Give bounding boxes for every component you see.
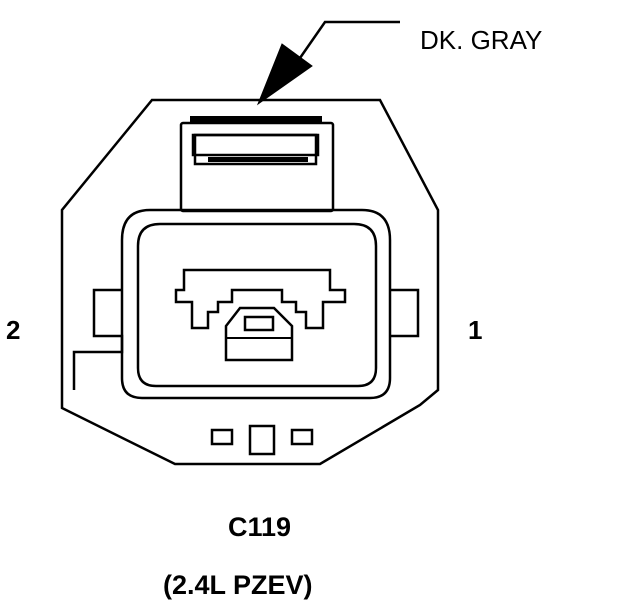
- bottom-window-center: [248, 424, 276, 456]
- locking-latch: [179, 116, 335, 213]
- bottom-window-right: [290, 428, 314, 446]
- right-side-ear: [390, 288, 420, 338]
- callout-leader-line: [298, 20, 400, 59]
- left-side-ear: [72, 288, 124, 390]
- wire-color-label: DK. GRAY: [420, 25, 542, 55]
- connector-variant-label: (2.4L PZEV): [163, 570, 313, 600]
- terminal-key: [174, 268, 347, 362]
- callout-arrowhead: [256, 43, 313, 106]
- bottom-window-left: [210, 428, 234, 446]
- wire-color-callout: [256, 20, 400, 106]
- mating-cavity-outer: [120, 208, 392, 400]
- mating-cavity-inner: [136, 222, 378, 388]
- pin-label-right: 1: [468, 315, 482, 345]
- connector-housing-outline: [60, 98, 440, 466]
- connector-id-label: C119: [228, 512, 291, 542]
- pin-label-left: 2: [6, 315, 20, 345]
